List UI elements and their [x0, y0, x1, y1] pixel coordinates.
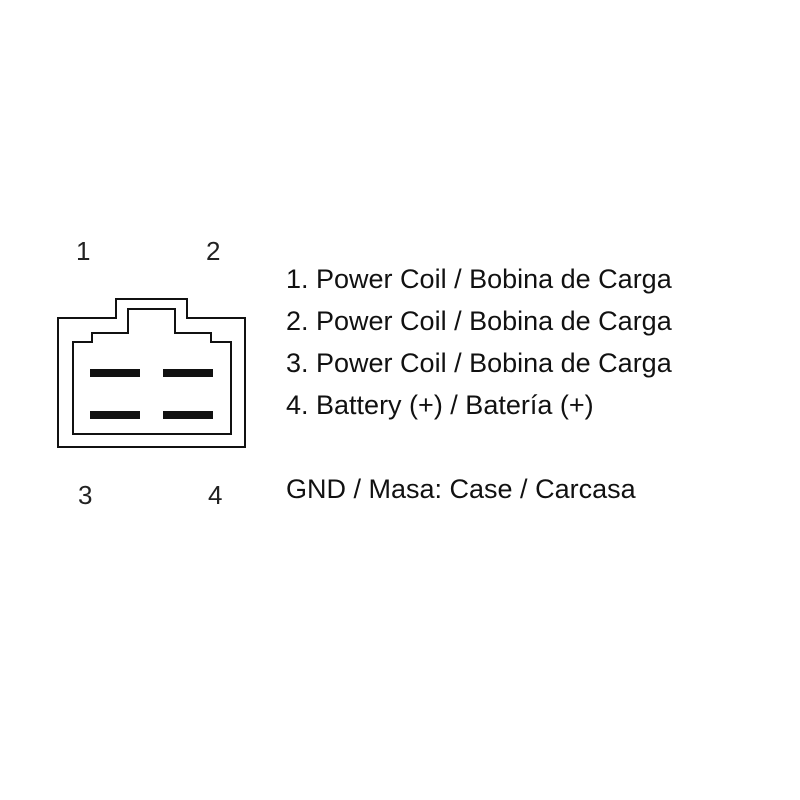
pinout-line-3: 3. Power Coil / Bobina de Carga [286, 348, 672, 378]
pin-number-1: 1 [76, 236, 91, 266]
terminal-pin-3 [90, 411, 140, 419]
pin-number-3: 3 [78, 480, 93, 510]
connector-inner-cavity [72, 308, 232, 435]
pin-number-2: 2 [206, 236, 221, 266]
pinout-line-1: 1. Power Coil / Bobina de Carga [286, 264, 672, 294]
terminal-pin-1 [90, 369, 140, 377]
pin-number-4: 4 [208, 480, 223, 510]
connector-outer-housing [57, 298, 246, 448]
terminal-pin-4 [163, 411, 213, 419]
pinout-line-2: 2. Power Coil / Bobina de Carga [286, 306, 672, 336]
ground-note: GND / Masa: Case / Carcasa [286, 474, 636, 504]
terminal-pin-2 [163, 369, 213, 377]
pinout-line-4: 4. Battery (+) / Batería (+) [286, 390, 594, 420]
